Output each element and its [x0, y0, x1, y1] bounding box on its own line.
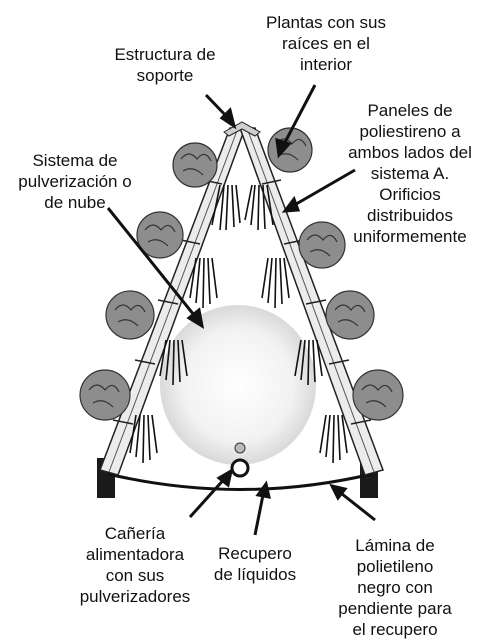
mist-cloud — [160, 305, 316, 465]
label-recovery: Recupero de líquidos — [213, 544, 297, 584]
label-pipe: Cañería alimentadora con sus pulverizado… — [79, 524, 191, 606]
label-structure: Estructura de soporte — [114, 45, 216, 85]
right-panel — [238, 127, 384, 476]
sprayer-pipe — [230, 442, 250, 478]
plants-left — [79, 142, 218, 421]
arrows — [106, 84, 376, 536]
left-panel — [99, 127, 247, 476]
apex-cap — [223, 121, 261, 137]
roots — [129, 184, 348, 464]
polyethylene-film — [107, 472, 373, 491]
label-film: Lámina de polietileno negro con pendient… — [338, 536, 452, 639]
label-plants: Plantas con sus raíces en el interior — [265, 13, 386, 74]
plants-right — [267, 127, 404, 421]
label-spray: Sistema de pulverización o de nube — [18, 151, 132, 212]
label-panels: Paneles de poliestireno a ambos lados de… — [348, 101, 472, 246]
